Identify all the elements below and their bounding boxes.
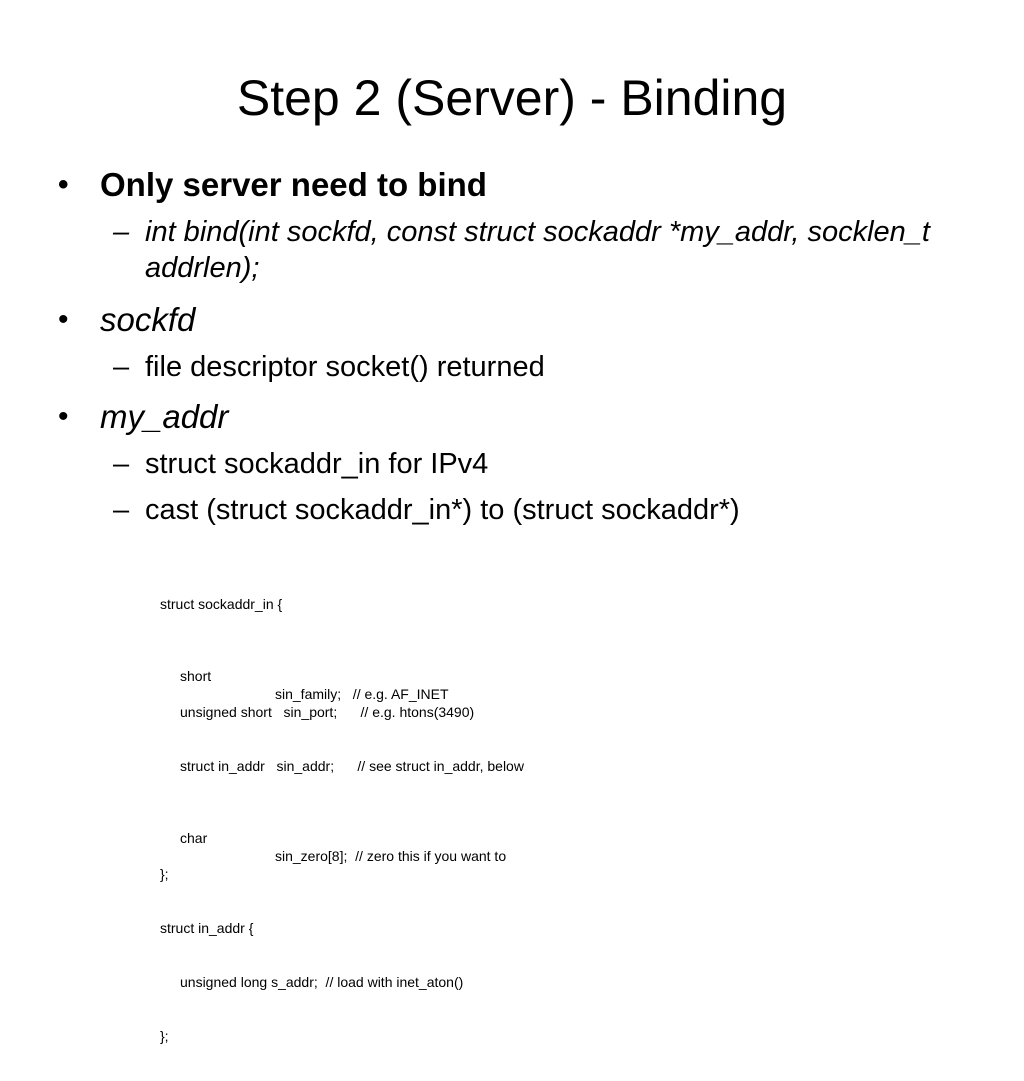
slide-title: Step 2 (Server) - Binding	[236, 70, 788, 126]
code-line: unsigned long s_addr; // load with inet_…	[160, 973, 860, 991]
sub-bullet-text: struct sockaddr_in for IPv4	[145, 448, 489, 480]
code-text: struct in_addr {	[160, 920, 254, 936]
code-line: struct in_addr sin_addr; // see struct i…	[160, 757, 860, 775]
code-text: char	[180, 830, 208, 846]
code-line: };	[160, 865, 860, 883]
sub-bullet-text: file descriptor socket() returned	[145, 351, 545, 383]
bullet-text: Only server need to bind	[100, 166, 487, 203]
sub-bullet-item: – int bind(int sockfd, const struct sock…	[113, 214, 975, 286]
code-text: short	[180, 668, 212, 684]
code-text: struct in_addr sin_addr; // see struct i…	[180, 758, 524, 774]
sub-bullet-item: – file descriptor socket() returned	[113, 349, 975, 385]
bullet-item: • my_addr	[58, 397, 980, 437]
sub-bullet-item: – cast (struct sockaddr_in*) to (struct …	[113, 492, 975, 528]
code-text: unsigned long s_addr; // load with inet_…	[180, 974, 464, 990]
sub-bullet-text: cast (struct sockaddr_in*) to (struct so…	[145, 494, 740, 526]
code-text: sin_zero[8]; // zero this if you want to	[275, 848, 507, 864]
dash-icon: –	[113, 216, 130, 248]
code-text: };	[160, 1028, 169, 1044]
bullet-dot-icon: •	[58, 168, 69, 201]
bullet-item: • Only server need to bind	[58, 165, 980, 205]
sub-bullet-text: int bind(int sockfd, const struct sockad…	[145, 216, 930, 284]
code-text: struct sockaddr_in {	[160, 596, 283, 612]
code-line: short sin_family; // e.g. AF_INET	[160, 649, 860, 702]
code-text: unsigned short sin_port; // e.g. htons(3…	[180, 704, 475, 720]
code-line: char sin_zero[8]; // zero this if you wa…	[160, 811, 860, 864]
dash-icon: –	[113, 448, 130, 480]
code-line: unsigned short sin_port; // e.g. htons(3…	[160, 703, 860, 721]
code-line: struct in_addr {	[160, 919, 860, 937]
code-line: struct sockaddr_in {	[160, 595, 860, 613]
bullet-text: my_addr	[100, 398, 229, 435]
dash-icon: –	[113, 494, 130, 526]
code-text: };	[160, 866, 169, 882]
code-block: struct sockaddr_in { short sin_family; /…	[160, 559, 860, 1081]
sub-bullet-item: – struct sockaddr_in for IPv4	[113, 446, 975, 482]
bullet-dot-icon: •	[58, 400, 69, 433]
bullet-text: sockfd	[100, 301, 196, 338]
code-line: };	[160, 1027, 860, 1045]
code-text: sin_family; // e.g. AF_INET	[275, 686, 449, 702]
bullet-dot-icon: •	[58, 303, 69, 336]
slide: Step 2 (Server) - Binding • Only server …	[0, 0, 1024, 1044]
dash-icon: –	[113, 351, 130, 383]
bullet-list: • Only server need to bind – int bind(in…	[0, 0, 1024, 540]
bullet-item: • sockfd	[58, 300, 980, 340]
